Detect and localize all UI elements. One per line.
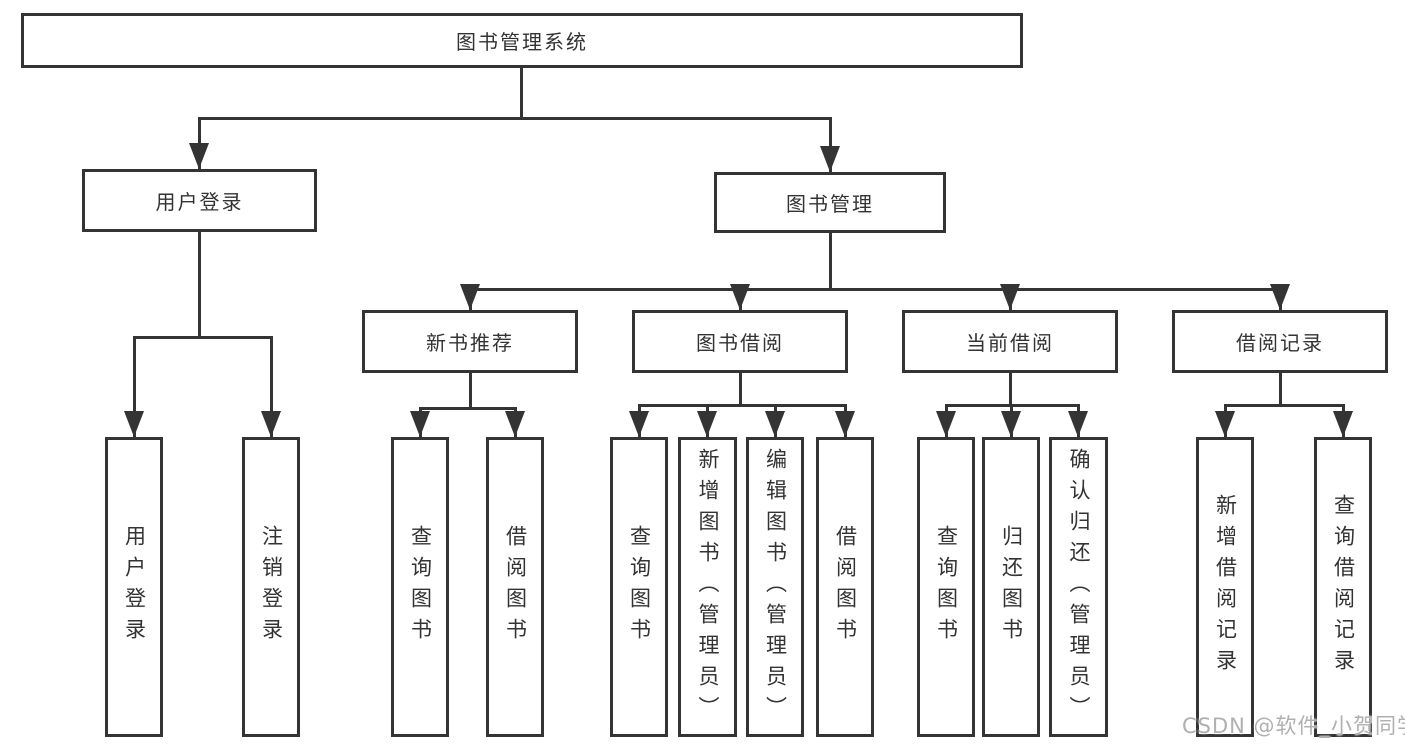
connector-level3-rail [469,288,1282,291]
leaf-logout: 注销登录 [242,437,300,737]
arrow-down-icon [765,411,785,437]
leaf-borrow-books-borrowing-label: 借阅图书 [833,525,858,649]
connector-root-stem [520,68,523,117]
node-user-login: 用户登录 [82,169,317,232]
arrow-down-icon [505,411,525,437]
leaf-user-login: 用户登录 [105,437,163,737]
node-borrowing-records: 借阅记录 [1172,310,1388,373]
connector-current-borrowing-stem [1009,373,1012,404]
connector-book-borrowing-stem [739,373,742,404]
leaf-query-books-borrowing-label: 查询图书 [627,525,652,649]
node-current-borrowing: 当前借阅 [902,310,1118,373]
leaf-return-books-label: 归还图书 [999,525,1024,649]
arrow-down-icon [1001,411,1021,437]
node-book-borrowing: 图书借阅 [632,310,848,373]
leaf-query-borrow-record: 查询借阅记录 [1314,437,1372,737]
arrow-down-icon [629,411,649,437]
leaf-query-books-current: 查询图书 [917,437,975,737]
arrow-down-icon [189,143,209,169]
arrow-down-icon [460,284,480,310]
node-book-management-label: 图书管理 [786,192,874,216]
arrow-down-icon [820,146,840,172]
leaf-query-books-current-label: 查询图书 [934,525,959,649]
node-new-book-recommend: 新书推荐 [362,310,578,373]
connector-book-management-stem [829,233,832,288]
connector-book-borrowing-rail [638,404,847,407]
leaf-borrow-books-recommend: 借阅图书 [486,437,544,737]
node-root-label: 图书管理系统 [456,30,588,54]
arrow-down-icon [1215,411,1235,437]
arrow-down-icon [261,411,281,437]
connector-level2-rail [198,117,832,120]
leaf-user-login-label: 用户登录 [122,525,147,649]
leaf-return-books: 归还图书 [982,437,1040,737]
leaf-borrow-books-borrowing: 借阅图书 [816,437,874,737]
connector-new-book-stem [469,373,472,407]
arrow-down-icon [124,411,144,437]
leaf-borrow-books-recommend-label: 借阅图书 [503,525,528,649]
arrow-down-icon [697,411,717,437]
node-current-borrowing-label: 当前借阅 [966,331,1054,355]
connector-drop-login-leaf [133,336,136,437]
arrow-down-icon [936,411,956,437]
arrow-down-icon [410,411,430,437]
arrow-down-icon [835,411,855,437]
connector-new-book-rail [419,407,517,410]
leaf-confirm-return-admin: 确认归还（管理员） [1049,437,1108,737]
arrow-down-icon [1270,284,1290,310]
arrow-down-icon [730,284,750,310]
leaf-logout-label: 注销登录 [259,525,284,649]
node-root: 图书管理系统 [21,13,1023,68]
connector-drop-logout-leaf [270,336,273,437]
node-user-login-label: 用户登录 [155,190,244,214]
leaf-query-books-recommend-label: 查询图书 [408,525,433,649]
arrow-down-icon [1000,284,1020,310]
arrow-down-icon [1068,411,1088,437]
leaf-add-borrow-record: 新增借阅记录 [1196,437,1254,737]
leaf-add-books-admin: 新增图书（管理员） [678,437,737,737]
node-borrowing-records-label: 借阅记录 [1236,331,1324,355]
connector-borrowing-records-rail [1224,404,1345,407]
leaf-query-books-borrowing: 查询图书 [610,437,668,737]
csdn-watermark: CSDN @软件_小贺同学 [1182,714,1405,738]
leaf-query-books-recommend: 查询图书 [391,437,449,737]
leaf-add-borrow-record-label: 新增借阅记录 [1213,494,1238,680]
node-book-management: 图书管理 [714,172,946,233]
connector-drop-book-management [829,117,832,172]
connector-user-login-rail [133,336,273,339]
leaf-confirm-return-admin-label: 确认归还（管理员） [1067,447,1091,727]
leaf-add-books-admin-label: 新增图书（管理员） [696,447,720,727]
node-new-book-recommend-label: 新书推荐 [426,331,514,355]
leaf-query-borrow-record-label: 查询借阅记录 [1331,494,1356,680]
node-book-borrowing-label: 图书借阅 [696,331,784,355]
leaf-edit-books-admin-label: 编辑图书（管理员） [763,447,788,727]
arrow-down-icon [1333,411,1353,437]
connector-borrowing-records-stem [1279,373,1282,404]
leaf-edit-books-admin: 编辑图书（管理员） [746,437,804,737]
connector-user-login-stem [198,232,201,336]
